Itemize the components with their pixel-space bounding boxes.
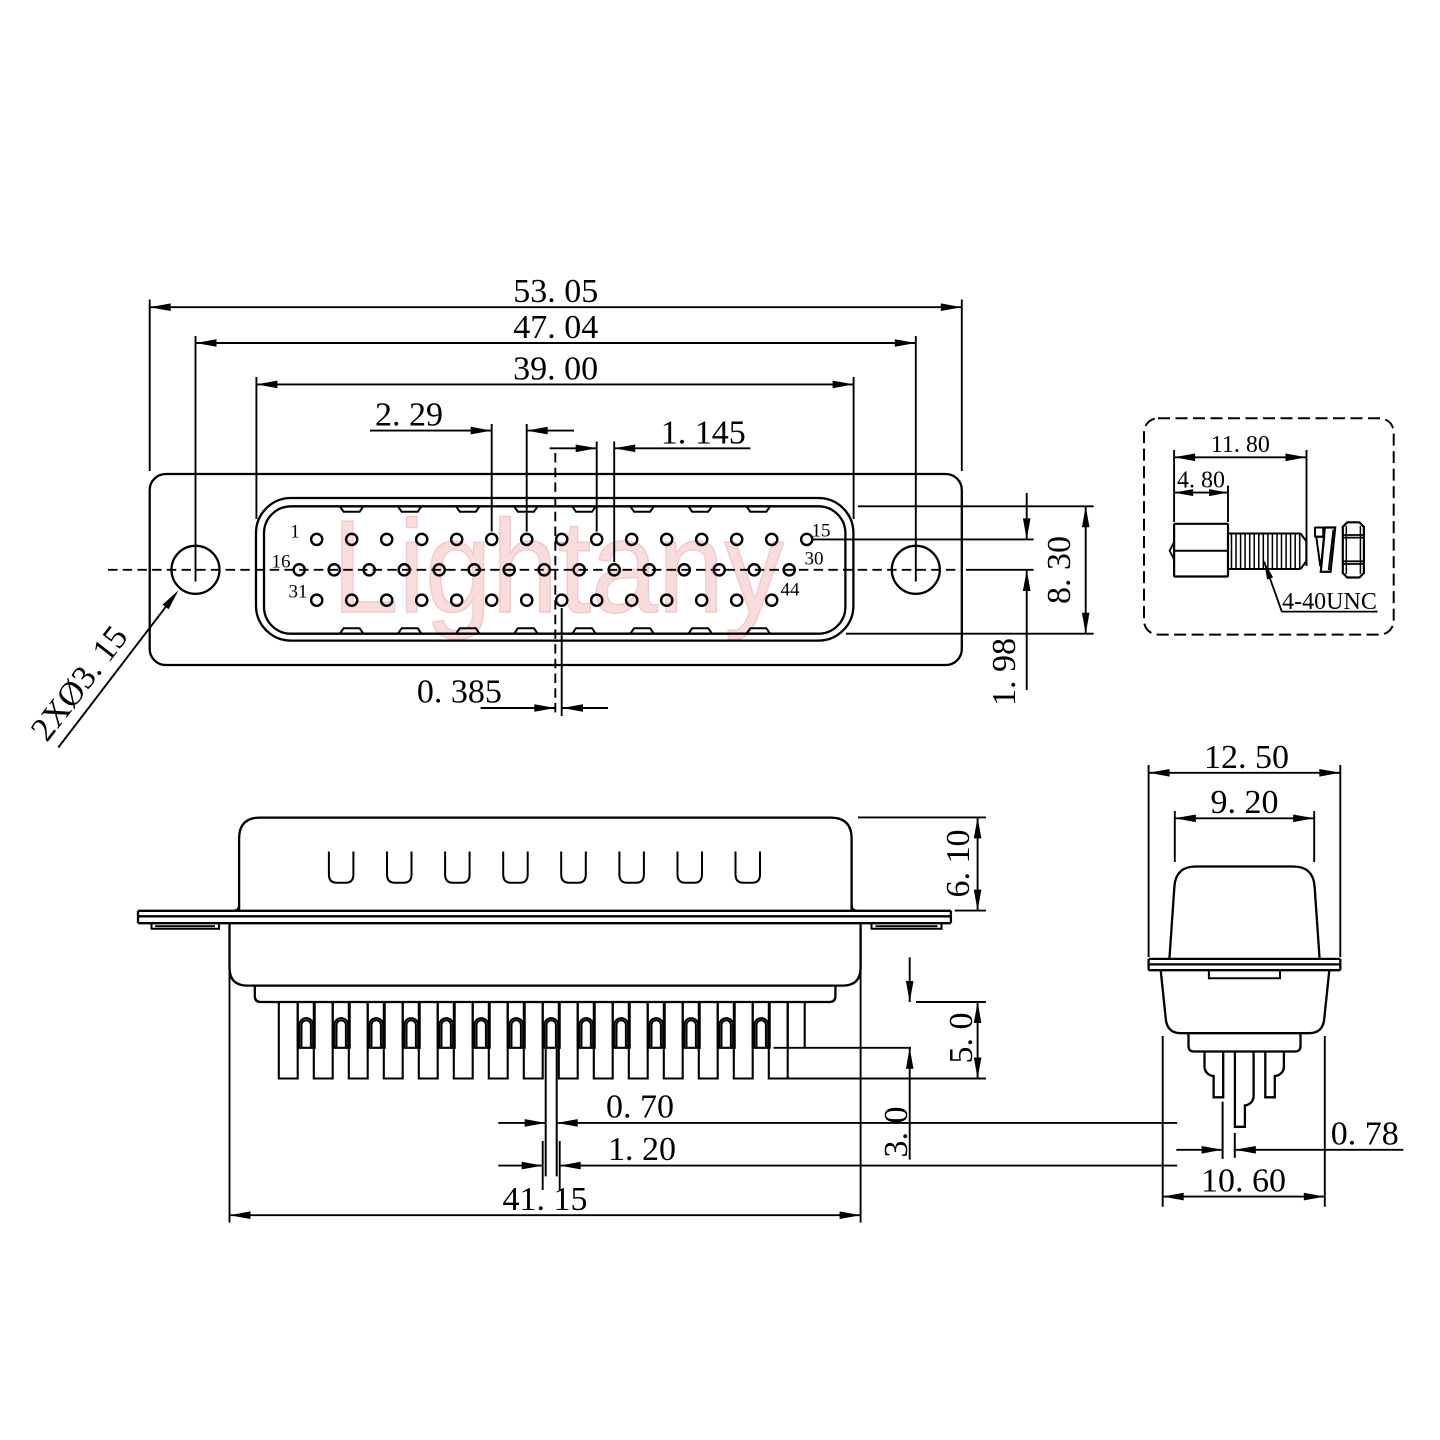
svg-text:Lightany: Lightany [332,493,784,640]
svg-text:16: 16 [272,552,291,573]
svg-text:39. 00: 39. 00 [513,351,598,388]
svg-text:11. 80: 11. 80 [1211,432,1270,458]
svg-text:30: 30 [805,549,824,570]
svg-text:31: 31 [289,582,308,603]
svg-text:1. 145: 1. 145 [661,414,746,451]
svg-text:15: 15 [812,521,831,542]
svg-text:2. 29: 2. 29 [375,397,443,434]
svg-text:0. 70: 0. 70 [606,1089,674,1126]
svg-text:53. 05: 53. 05 [513,273,598,310]
svg-text:0. 78: 0. 78 [1331,1115,1399,1152]
svg-text:8. 30: 8. 30 [1041,536,1078,604]
svg-text:47. 04: 47. 04 [513,309,598,346]
svg-text:10. 60: 10. 60 [1201,1163,1286,1200]
svg-text:5. 0: 5. 0 [943,1013,980,1064]
svg-text:3. 0: 3. 0 [878,1107,915,1158]
svg-text:9. 20: 9. 20 [1211,784,1279,821]
svg-text:4. 80: 4. 80 [1177,468,1225,494]
svg-text:1. 20: 1. 20 [608,1131,676,1168]
svg-text:12. 50: 12. 50 [1204,739,1289,776]
svg-text:1: 1 [290,522,300,543]
svg-text:41. 15: 41. 15 [503,1181,588,1218]
svg-text:44: 44 [781,580,801,601]
svg-text:1. 98: 1. 98 [986,638,1023,706]
svg-text:6. 10: 6. 10 [940,830,977,898]
svg-text:4-40UNC: 4-40UNC [1282,589,1377,615]
svg-text:0. 385: 0. 385 [417,674,502,711]
